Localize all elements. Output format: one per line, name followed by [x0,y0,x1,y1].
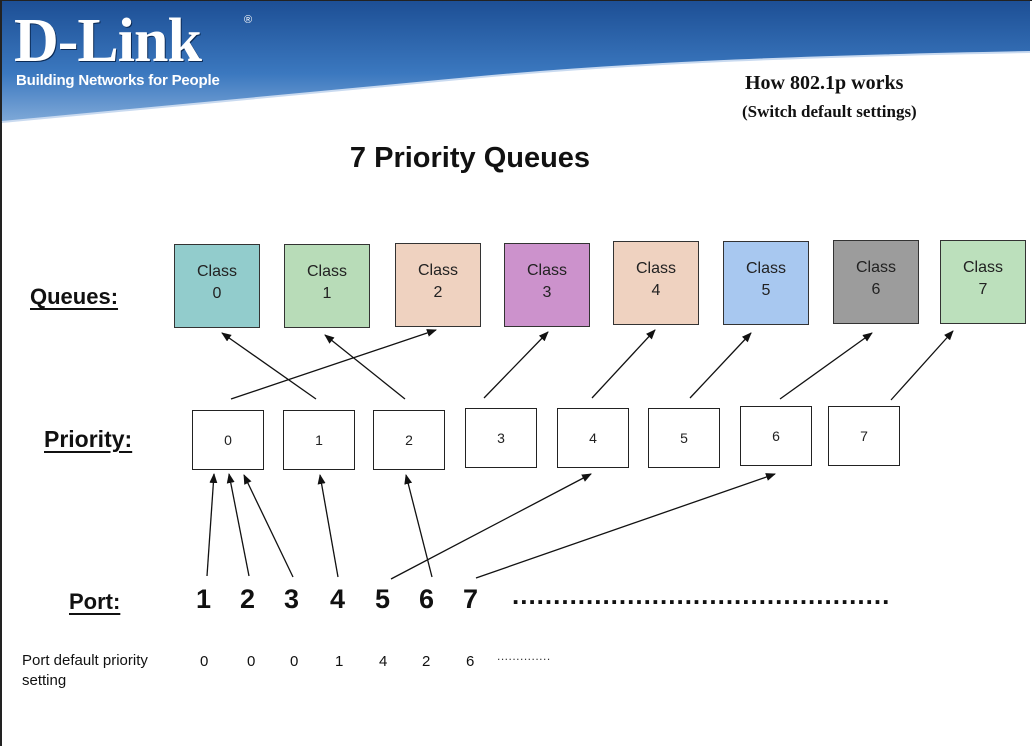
queue-label: Class [855,259,896,276]
more-ports-ellipsis: ........................................… [512,580,891,610]
arrow-priority-0-to-class-2 [230,329,437,400]
arrow-port-5-to-priority-4 [390,473,592,580]
queue-number: 7 [978,281,988,298]
arrow-priority-7-to-class-7 [890,330,954,401]
port-label: Port: [69,589,121,614]
queue-number: 6 [871,281,881,298]
queue-number: 4 [651,282,661,299]
priority-label: Priority: [44,426,133,452]
queues-label: Queues: [30,284,119,309]
queue-class-0: Class 0 [174,244,260,328]
diagram-title: 7 Priority Queues [349,142,591,174]
priority-box-6: 6 [740,406,812,466]
header-banner [1,1,1031,123]
queue-class-7: Class 7 [940,240,1026,324]
arrow-port-2-to-priority-0 [226,473,250,577]
queue-label: Class [962,259,1003,276]
queue-label: Class [635,260,676,277]
queue-number: 0 [212,285,222,302]
port-default-6: 2 [422,653,431,670]
queue-number: 3 [542,284,552,301]
port-default-3: 0 [290,653,299,670]
slide-subheading: (Switch default settings) [742,102,917,121]
arrow-port-3-to-priority-0 [243,474,294,578]
queue-class-6: Class 6 [833,240,919,324]
port-default-label: Port default priority setting [22,652,148,689]
queue-number: 5 [761,282,771,299]
arrow-priority-5-to-class-5 [689,332,752,399]
arrow-priority-2-to-class-1 [324,334,406,400]
queue-class-2: Class 2 [395,243,481,327]
port-number-5: 5 [375,584,391,614]
queue-class-5: Class 5 [723,241,809,325]
port-number-6: 6 [419,584,435,614]
port-number-2: 2 [240,584,256,614]
queue-label: Class [306,263,347,280]
port-number-4: 4 [330,584,346,614]
queue-label: Class [196,263,237,280]
slide-heading: How 802.1p works [745,72,904,94]
port-number-7: 7 [463,584,479,614]
arrow-port-6-to-priority-2 [404,474,433,578]
arrow-priority-6-to-class-6 [779,332,873,400]
port-default-5: 4 [379,653,388,670]
queue-label: Class [417,262,458,279]
queue-class-3: Class 3 [504,243,590,327]
port-number-3: 3 [284,584,300,614]
queue-class-1: Class 1 [284,244,370,328]
queue-label: Class [745,260,786,277]
registered-mark: ® [244,14,253,26]
queue-label: Class [526,262,567,279]
more-defaults-ellipsis: .............. [497,649,551,663]
port-default-4: 1 [335,653,344,670]
priority-box-2: 2 [373,410,445,470]
priority-box-5: 5 [648,408,720,468]
queue-class-4: Class 4 [613,241,699,325]
port-default-2: 0 [247,653,256,670]
queue-number: 1 [322,285,332,302]
port-default-7: 6 [466,653,475,670]
priority-box-1: 1 [283,410,355,470]
port-number-1: 1 [196,584,212,614]
brand-logo: D-Link [14,7,202,75]
priority-box-7: 7 [828,406,900,466]
arrow-port-4-to-priority-1 [317,474,339,578]
arrow-port-7-to-priority-6 [475,473,776,579]
arrow-priority-3-to-class-3 [483,331,549,399]
port-default-1: 0 [200,653,209,670]
priority-box-3: 3 [465,408,537,468]
arrow-port-1-to-priority-0 [206,473,218,577]
arrow-priority-4-to-class-4 [591,329,656,399]
queue-number: 2 [433,284,443,301]
arrow-priority-1-to-class-0 [221,332,317,400]
priority-box-0: 0 [192,410,264,470]
brand-tagline: Building Networks for People [16,72,220,89]
priority-box-4: 4 [557,408,629,468]
